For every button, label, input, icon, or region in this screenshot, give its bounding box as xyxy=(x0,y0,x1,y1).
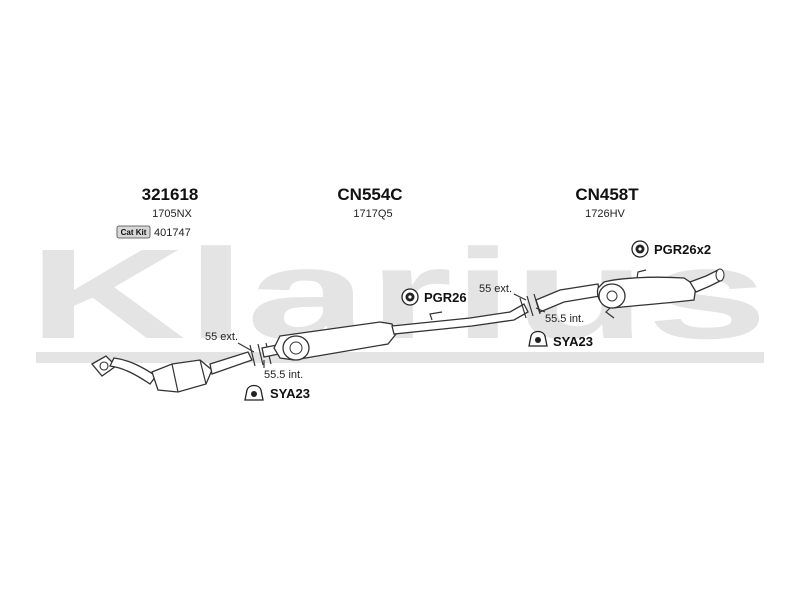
part-code: CN554C xyxy=(337,185,402,204)
rear-silencer-icon xyxy=(596,276,697,309)
rubber-mount-icon xyxy=(631,240,649,258)
hardware-label: PGR26x2 xyxy=(654,242,711,257)
hardware-label: SYA23 xyxy=(270,386,310,401)
part-ref: 1726HV xyxy=(585,208,625,220)
hardware-pgr26: PGR26 xyxy=(401,288,467,306)
mid-pipe xyxy=(391,303,529,335)
clamp-icon xyxy=(528,330,548,347)
dimension-int: 55.5 int. xyxy=(545,313,584,325)
cat-kit-badge: Cat Kit 401747 xyxy=(116,225,191,239)
cat-kit-label: Cat Kit xyxy=(121,228,147,237)
cat-outlet-pipe xyxy=(209,351,253,375)
dimension-ext: 55 ext. xyxy=(205,331,238,343)
part-header-3: CN458T 1726HV xyxy=(575,185,639,220)
leader-line xyxy=(237,342,255,353)
part-header-2: CN554C 1717Q5 xyxy=(337,185,402,220)
dimension-group-1: 55 ext. 55.5 int. xyxy=(205,331,303,381)
hardware-label: SYA23 xyxy=(553,334,593,349)
dimension-ext: 55 ext. xyxy=(479,283,512,295)
leader-line xyxy=(513,293,527,301)
leader-line xyxy=(535,307,546,313)
hardware-sya23-front: SYA23 xyxy=(244,384,310,401)
hardware-pgr26x2: PGR26x2 xyxy=(631,240,711,258)
cat-kit-label-box xyxy=(116,225,151,239)
dimension-group-2: 55 ext. 55.5 int. xyxy=(479,283,584,325)
tailpipe-outlet xyxy=(715,268,725,282)
part-code: 321618 xyxy=(142,185,199,204)
hardware-sya23-rear: SYA23 xyxy=(528,330,593,349)
rubber-mount-icon xyxy=(401,288,419,306)
part-header-1: 321618 1705NX xyxy=(142,185,199,220)
part-ref: 1717Q5 xyxy=(353,208,392,220)
part-ref: 1705NX xyxy=(152,208,192,220)
clamp-icon xyxy=(244,384,264,401)
cat-kit-number: 401747 xyxy=(154,227,191,239)
exhaust-drawing xyxy=(91,268,725,393)
hardware-label: PGR26 xyxy=(424,290,467,305)
front-flange-icon xyxy=(91,355,118,377)
part-code: CN458T xyxy=(575,185,639,204)
catalytic-converter-icon xyxy=(151,359,213,393)
dimension-int: 55.5 int. xyxy=(264,369,303,381)
mid-pipe-hanger xyxy=(429,311,443,321)
watermark-underline xyxy=(36,352,764,363)
middle-silencer-icon xyxy=(273,321,397,361)
